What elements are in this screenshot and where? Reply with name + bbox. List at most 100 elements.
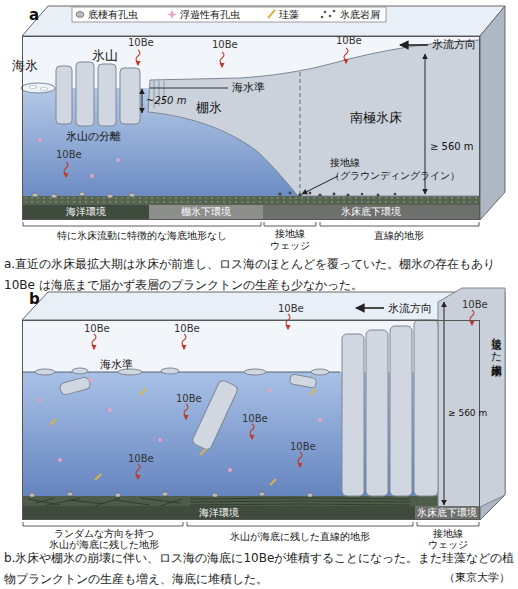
floating-icebergs-b: [35, 369, 55, 375]
subglacial-debris-a: [361, 193, 364, 196]
isotope-label: 10Be: [56, 148, 82, 161]
legend-box: [72, 7, 386, 22]
plankton-b: [108, 408, 112, 412]
subglacial-debris-a: [309, 192, 312, 195]
band-label: 棚氷下環境: [149, 205, 263, 219]
dimension-lines-b: [356, 302, 444, 505]
block-b: [22, 292, 505, 520]
brackets-a: [320, 222, 479, 226]
be10-arrows-b: [136, 464, 140, 479]
block-a: [22, 6, 505, 220]
landform-label: 特に氷床流動に特徴的な海底地形なし: [22, 229, 262, 242]
retreated-ice-sheet-b: [414, 320, 438, 496]
grounding-line-label: 接地線 （グラウンディングライン）: [330, 156, 480, 182]
plankton-b: [38, 398, 42, 402]
plankton-b: [50, 419, 56, 425]
brackets-a: [264, 222, 316, 226]
isotope-label: 10Be: [278, 302, 304, 315]
subglacial-debris-a: [278, 192, 396, 197]
legend-box: [167, 10, 177, 19]
foraminifera-b: [307, 493, 313, 497]
foraminifera-a: [51, 194, 57, 198]
flow-direction-label: 氷流方向: [432, 38, 476, 52]
band-label: 氷床底下環境: [263, 205, 479, 219]
dimension-lines-a: [142, 89, 143, 113]
seafloor-scratches-b: [95, 498, 120, 506]
landform-label: ランダムな方向を持つ 氷山が海底に残した地形: [22, 528, 186, 550]
icebergs-a: [56, 66, 72, 124]
landform-label: 接地線 ウェッジ: [415, 528, 480, 550]
landform-label: 接地線 ウェッジ: [262, 228, 318, 252]
ice-sheet-a: [148, 40, 480, 196]
plankton-b: [270, 479, 276, 485]
legend-label: 底棲有孔虫: [88, 8, 138, 21]
feature-label: 南極氷床: [350, 110, 402, 126]
plankton-b: [158, 438, 162, 442]
environment-band: 海洋環境: [23, 506, 415, 519]
sea-level-label: 海水準: [100, 358, 133, 372]
be10-arrows-a: [64, 162, 68, 177]
foraminifera-a: [38, 138, 42, 142]
foraminifera-b: [162, 492, 168, 496]
icebergs-a: [56, 62, 140, 126]
foraminifera-a: [107, 194, 113, 198]
sea-ice-a: [29, 86, 37, 89]
plankton-b: [318, 418, 322, 422]
foraminifera-b: [259, 492, 265, 496]
floating-icebergs-b: [72, 368, 88, 374]
dimension-label: ≥ 560 m: [448, 408, 487, 419]
floating-icebergs-b: [59, 376, 91, 395]
legend-label: 浮遊性有孔虫: [180, 8, 240, 21]
seafloor-scratches-b: [190, 498, 410, 499]
icebergs-a: [98, 64, 116, 126]
isotope-label: 10Be: [242, 412, 268, 425]
foraminifera-a: [32, 138, 135, 198]
floating-icebergs-b: [191, 379, 239, 451]
legend-label: 珪藻: [279, 8, 299, 21]
brackets-a: [23, 222, 479, 226]
legend-box: [268, 10, 275, 18]
subglacial-debris-a: [394, 193, 397, 196]
be10-arrows-b: [92, 334, 96, 349]
credit-note: （東京大学）: [444, 571, 510, 585]
be10-arrows-b: [250, 424, 254, 439]
legend-box: [321, 16, 324, 19]
isotope-label: 10Be: [84, 322, 110, 335]
band-label: 氷床底下環境: [415, 506, 479, 519]
be10-arrows-b: [286, 314, 290, 329]
foraminifera-a: [129, 193, 135, 197]
isotope-label: 10Be: [176, 392, 202, 405]
seafloor-scratches-b: [115, 500, 150, 505]
brackets-b: [187, 522, 413, 526]
plankton-b: [268, 388, 272, 392]
icebergs-a: [76, 62, 94, 126]
subglacial-debris-a: [289, 192, 292, 195]
be10-arrows-a: [64, 48, 348, 177]
band-label: 海洋環境: [23, 506, 415, 519]
retreated-ice-sheet-b: [342, 334, 364, 496]
floating-icebergs-b: [244, 369, 266, 375]
plankton-b: [228, 468, 232, 472]
foraminifera-b: [115, 493, 121, 497]
be10-arrows-b: [470, 310, 474, 325]
retreated-ice-sheet-b: [366, 330, 388, 496]
foraminifera-b: [29, 492, 313, 497]
sea-ice-a: [40, 88, 48, 91]
block-a: [480, 6, 505, 220]
panel-frame: a海洋環境棚氷下環境氷床底下環境: [22, 36, 480, 220]
brackets-b: [23, 522, 183, 526]
legend-box: [333, 10, 336, 13]
feature-label: 海氷: [12, 58, 38, 74]
be10-arrows-b: [298, 452, 302, 467]
be10-arrows-b: [92, 310, 474, 479]
foraminifera-b: [29, 493, 35, 497]
foraminifera-a: [79, 192, 85, 196]
environment-band: 海洋環境: [23, 205, 149, 219]
seafloor-scratches-b: [140, 498, 180, 503]
legend-box: [76, 12, 84, 18]
isotope-label: 10Be: [462, 298, 488, 311]
feature-label: 棚氷: [196, 100, 222, 116]
brackets-b: [417, 522, 479, 526]
plankton-b: [38, 378, 322, 485]
